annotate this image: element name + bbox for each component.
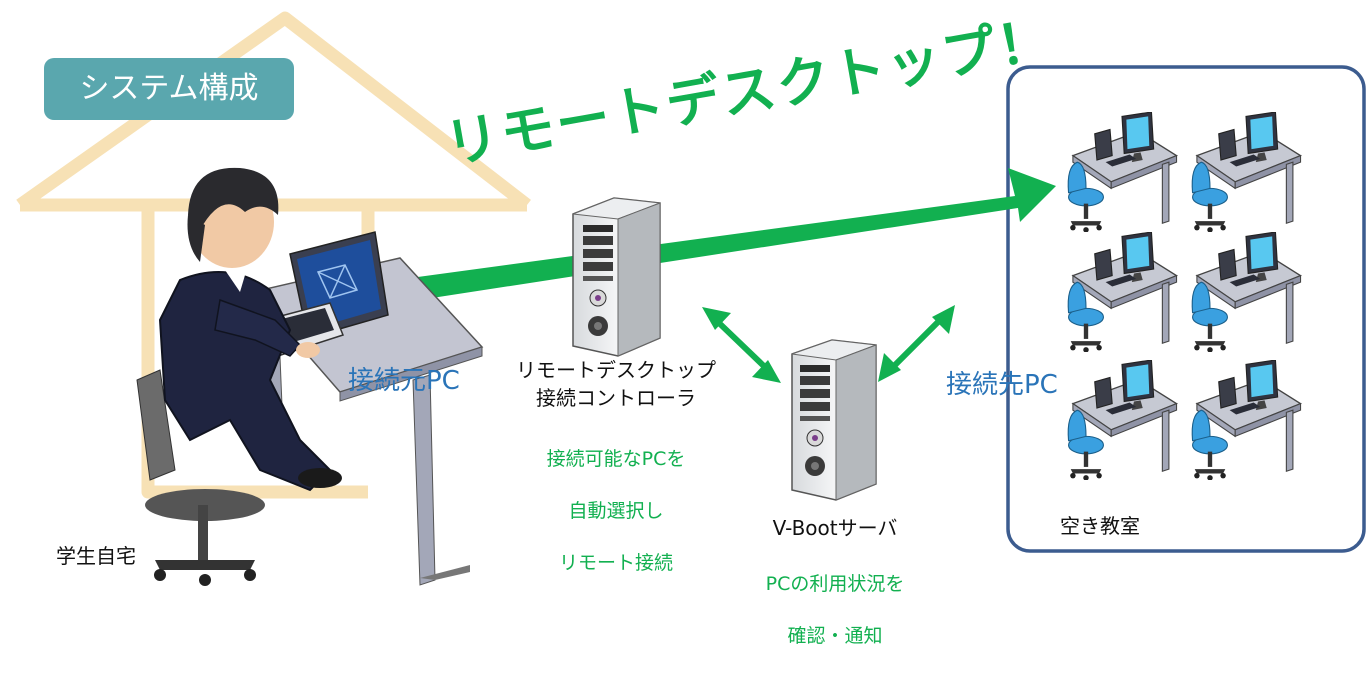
vboot-note: PCの利用状況を 確認・通知 <box>745 545 925 675</box>
classroom-box <box>1006 65 1366 553</box>
controller-label: リモートデスクトップ 接続コントローラ <box>506 356 726 412</box>
vboot-note-line2: 確認・通知 <box>787 625 883 647</box>
system-diagram <box>16 11 1366 586</box>
source-pc-label: 接続元PC <box>348 366 460 396</box>
controller-label-line2: 接続コントローラ <box>536 386 696 410</box>
controller-label-line1: リモートデスクトップ <box>516 358 716 382</box>
vboot-classroom-arrow <box>878 305 955 382</box>
dest-pc-label: 接続先PC <box>946 370 1058 400</box>
controller-note: 接続可能なPCを 自動選択し リモート接続 <box>516 420 716 602</box>
controller-server-icon <box>572 197 661 357</box>
student-home-label: 学生自宅 <box>56 544 136 568</box>
remote-desktop-arrow <box>403 168 1056 302</box>
vboot-note-line1: PCの利用状況を <box>765 573 905 595</box>
controller-note-line1: 接続可能なPCを <box>546 448 686 470</box>
system-config-badge: システム構成 <box>44 58 294 120</box>
vboot-server-icon <box>791 339 877 501</box>
student-figure <box>136 167 342 586</box>
controller-note-line3: リモート接続 <box>558 552 673 574</box>
empty-classroom-label: 空き教室 <box>1060 514 1140 538</box>
controller-note-line2: 自動選択し <box>568 500 664 522</box>
vboot-label: V-Bootサーバ <box>772 516 898 540</box>
controller-vboot-arrow <box>702 307 781 383</box>
